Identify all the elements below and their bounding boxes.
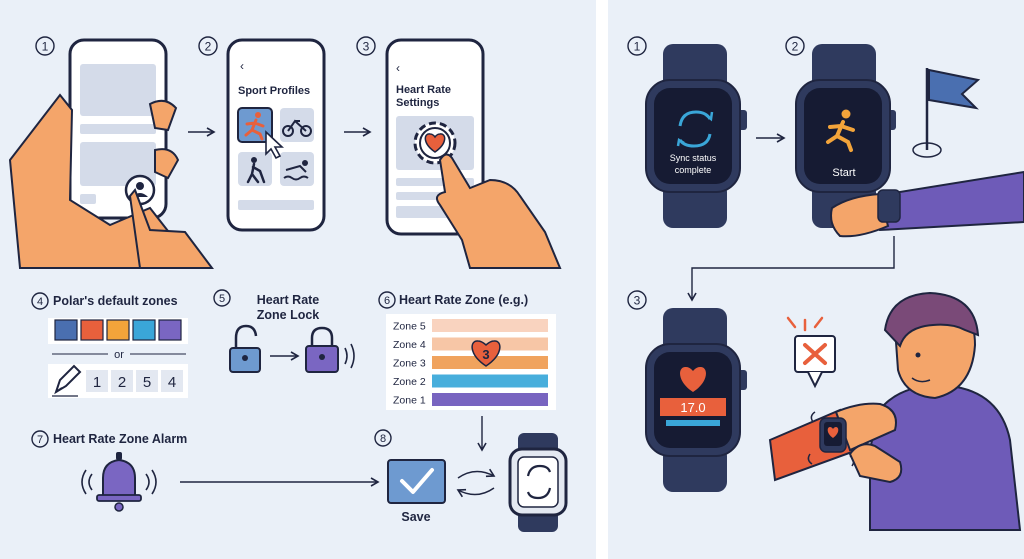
heart-rate-zone-list: Zone 5 Zone 4 Zone 3 Zone 2 Zone 1 3 [386,314,556,410]
custom-zone-value-4: 4 [168,374,176,391]
zone-label-1: Zone 5 [393,321,426,333]
step-2-number: 2 [205,40,212,54]
active-zone-value: 3 [482,347,489,362]
active-zone-heart: 3 [471,340,501,367]
zone-swatch-1 [54,319,78,341]
heart-icon-watch [680,366,706,392]
polar-default-zones-title: Polar's default zones [53,294,178,308]
step-5-marker: 5 [213,289,231,307]
right-step-3-marker: 3 [627,290,647,310]
zone-swatch-2 [80,319,104,341]
zone-bar-5 [432,393,548,406]
swimming-icon [283,160,309,181]
sync-arrows-icon [456,468,496,498]
person-checking-watch [768,291,1022,531]
running-icon-large [826,109,855,152]
close-icon [803,343,827,365]
connector-r2-to-r3 [687,236,895,302]
checkmark-icon [400,468,434,494]
back-icon[interactable]: ‹ [240,59,244,73]
save-button[interactable] [387,459,446,504]
heart-rate-settings-title-2: Settings [396,97,439,109]
zone-alarm-title: Heart Rate Zone Alarm [53,432,187,446]
default-zone-swatches [48,318,188,344]
running-icon [244,112,265,141]
right-step-1-number: 1 [634,40,641,54]
sport-cycling-tile[interactable] [280,108,314,142]
hiking-icon [246,157,266,184]
pencil-icon [54,364,82,395]
unlocked-padlock-icon [229,324,261,373]
step-4-marker: 4 [31,292,49,310]
custom-zone-editor[interactable]: 1 2 5 4 [48,364,188,398]
pointing-hand-3 [435,153,562,269]
right-step-1-marker: 1 [627,36,647,56]
start-label[interactable]: Start [832,167,855,179]
zone-label-5: Zone 1 [393,395,426,407]
custom-zone-value-2: 2 [118,374,126,391]
watch-sync-status: Sync status complete [645,44,747,228]
step-3-number: 3 [363,40,370,54]
phone-sport-profiles: ‹ Sport Profiles [226,38,326,232]
bell-icon [81,452,157,512]
hand-holding-phone [8,93,214,269]
flag-icon [912,68,981,158]
step-2-marker: 2 [198,36,218,56]
cycling-icon [282,119,312,137]
right-step-2-number: 2 [792,40,799,54]
locked-padlock-icon [305,326,355,373]
zone-swatch-5 [158,319,182,341]
step-3-marker: 3 [356,36,376,56]
zone-label-2: Zone 4 [393,339,426,351]
zone-lock-title-2: Zone Lock [257,308,320,322]
step-4-number: 4 [37,296,43,308]
zone-lock-title-1: Heart Rate [257,293,320,307]
step-7-number: 7 [37,434,43,446]
custom-zone-value-3: 5 [143,374,151,391]
alert-bubble [786,316,836,389]
sync-icon-large [676,110,714,148]
heart-rate-settings-title-1: Heart Rate [396,84,451,96]
sport-swimming-tile[interactable] [280,152,314,186]
cursor-pointer-icon [265,130,285,160]
save-label: Save [401,510,430,524]
sync-icon [526,464,552,500]
watch-heart-rate: 17.0 [645,308,747,492]
step-1-number: 1 [42,40,49,54]
sync-status-line-1: Sync status [670,153,717,163]
zone-swatch-4 [132,319,156,341]
step-8-number: 8 [380,433,386,445]
step-6-marker: 6 [378,291,396,309]
step-5-number: 5 [219,293,225,305]
heart-rate-zone-title: Heart Rate Zone (e.g.) [399,293,528,307]
zone-bar-4 [432,374,548,388]
heart-rate-value: 17.0 [680,400,705,415]
right-step-2-marker: 2 [785,36,805,56]
or-label: or [114,349,124,361]
sync-status-line-2: complete [675,165,712,175]
sport-profiles-title: Sport Profiles [238,85,310,97]
arm-pressing-start [830,170,1024,238]
zone-label-4: Zone 2 [393,376,426,388]
phone-home-screen [68,38,168,220]
watch-start-screen: Start [795,44,896,228]
step-7-marker: 7 [31,430,49,448]
zone-swatch-3 [106,319,130,341]
right-step-3-number: 3 [634,294,641,308]
custom-zone-value-1: 1 [93,374,101,391]
zone-bar-1 [432,319,548,332]
zone-label-3: Zone 3 [393,358,426,370]
heart-icon [424,133,446,153]
step-6-number: 6 [384,295,390,307]
step-1-marker: 1 [35,36,55,56]
small-watch-sync [508,433,568,532]
step-8-marker: 8 [374,429,392,447]
back-icon-2[interactable]: ‹ [396,61,400,75]
